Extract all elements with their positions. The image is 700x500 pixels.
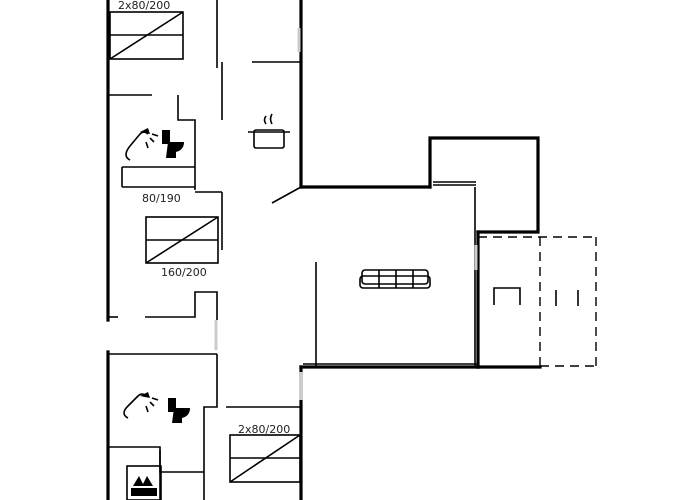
wall-bath1-right — [177, 95, 196, 190]
terrace — [478, 236, 597, 367]
sofa-icon — [359, 269, 431, 289]
bed-middle — [145, 216, 219, 264]
toilet-tank — [162, 130, 170, 144]
wall-bath2-right — [203, 354, 218, 500]
annex-wall — [428, 136, 540, 234]
pot-body — [253, 129, 285, 149]
outer-walls — [106, 0, 542, 500]
toilet-bowl-lower — [172, 408, 190, 423]
toilet-icon — [162, 130, 184, 158]
bed-middle-single-label: 80/190 — [142, 192, 181, 205]
utility-frame — [126, 465, 162, 500]
shower-hose-lower — [123, 393, 147, 419]
sofa-seat — [359, 275, 431, 289]
shower-head — [140, 128, 150, 134]
toilet-tank-lower — [168, 398, 176, 412]
sofa-back — [361, 269, 429, 285]
bed-middle-double-label: 160/200 — [161, 266, 207, 279]
wall-bath2-bottom — [108, 446, 204, 473]
washing-machine-icon — [126, 465, 162, 500]
shower-hose — [125, 131, 149, 161]
toilet-icon-lower — [168, 398, 190, 423]
wall-bedroom2-bottom — [145, 291, 218, 320]
bed-bottom-label: 2x80/200 — [238, 423, 290, 436]
shower-head-lower — [140, 392, 150, 398]
shower-icon-lower — [123, 392, 159, 419]
bed-bottom — [229, 434, 301, 483]
terrace-table — [493, 287, 521, 305]
bed-top-label: 2x80/200 — [118, 0, 170, 12]
shower-spray-lower — [145, 397, 159, 413]
utility-symbol-top — [133, 476, 153, 486]
shower-icon — [125, 128, 159, 161]
interior-walls — [108, 0, 478, 500]
toilet-bowl — [166, 142, 184, 158]
cooking-pot-icon — [248, 113, 290, 149]
wall-kitchen-diagonal — [271, 186, 302, 204]
openings — [214, 28, 478, 400]
utility-symbol-base — [131, 488, 157, 496]
shower-spray — [145, 133, 159, 149]
bed-top — [109, 11, 184, 60]
pot-steam — [263, 113, 273, 125]
